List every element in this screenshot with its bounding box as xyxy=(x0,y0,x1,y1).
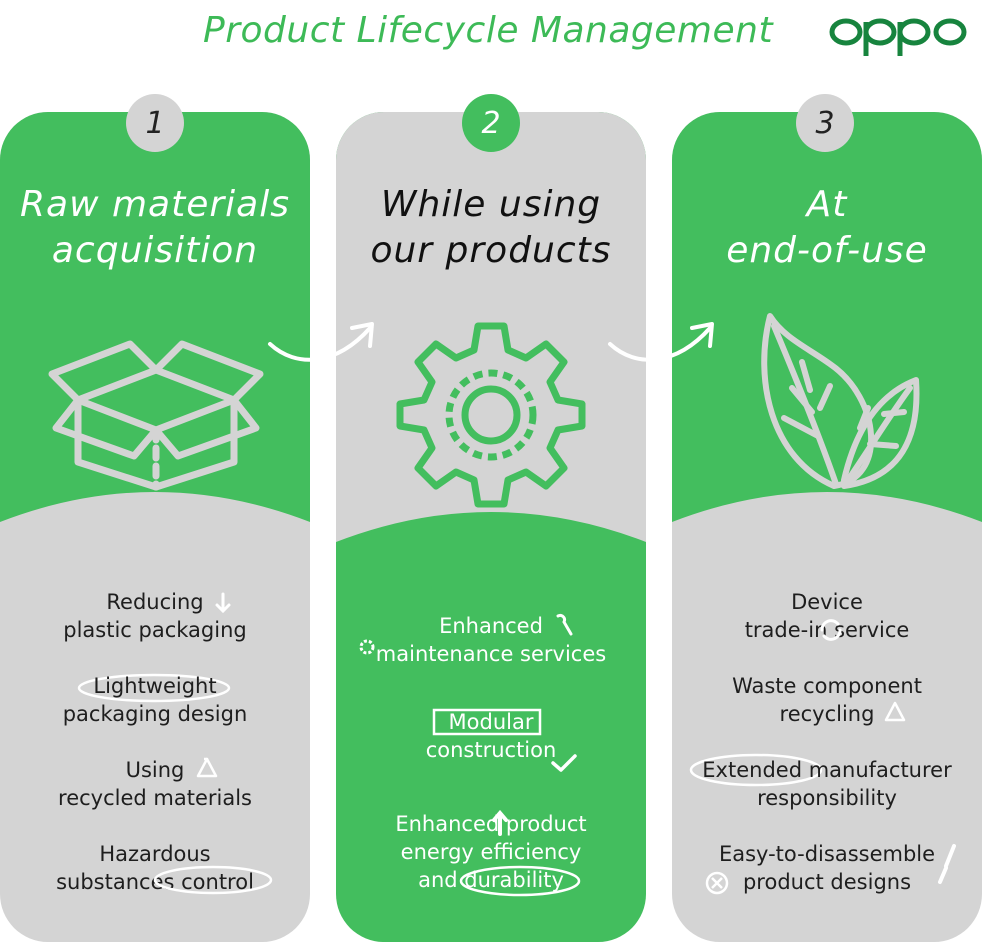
recycle-icon xyxy=(884,701,906,722)
highlight-oval xyxy=(77,673,231,703)
step-number-3: 3 xyxy=(796,94,854,152)
highlight-oval xyxy=(689,753,823,787)
modular-box-outline xyxy=(432,708,542,736)
gear-icon xyxy=(396,322,586,508)
page-title: Product Lifecycle Management xyxy=(203,10,774,51)
leaf-icon xyxy=(761,313,920,489)
refresh-icon xyxy=(820,619,842,641)
highlight-oval xyxy=(459,865,581,897)
gear-small-icon xyxy=(359,639,375,655)
highlight-oval xyxy=(153,865,273,895)
box-icon xyxy=(48,340,264,491)
down-arrow-icon xyxy=(215,592,231,614)
screwdriver-icon xyxy=(938,844,956,884)
step-number-1: 1 xyxy=(126,94,184,152)
oppo-logo xyxy=(829,18,967,56)
stage-card-2 xyxy=(336,112,646,942)
wrench-icon xyxy=(556,614,573,636)
check-icon xyxy=(551,754,577,772)
recycle-icon xyxy=(196,757,218,778)
stage-card-3 xyxy=(672,112,982,942)
stage-card-1 xyxy=(0,112,310,942)
flow-arrow-2 xyxy=(608,322,714,362)
close-circle-icon xyxy=(705,871,729,895)
up-arrow-icon xyxy=(492,810,508,836)
step-number-2: 2 xyxy=(462,94,520,152)
flow-arrow-1 xyxy=(268,322,374,362)
